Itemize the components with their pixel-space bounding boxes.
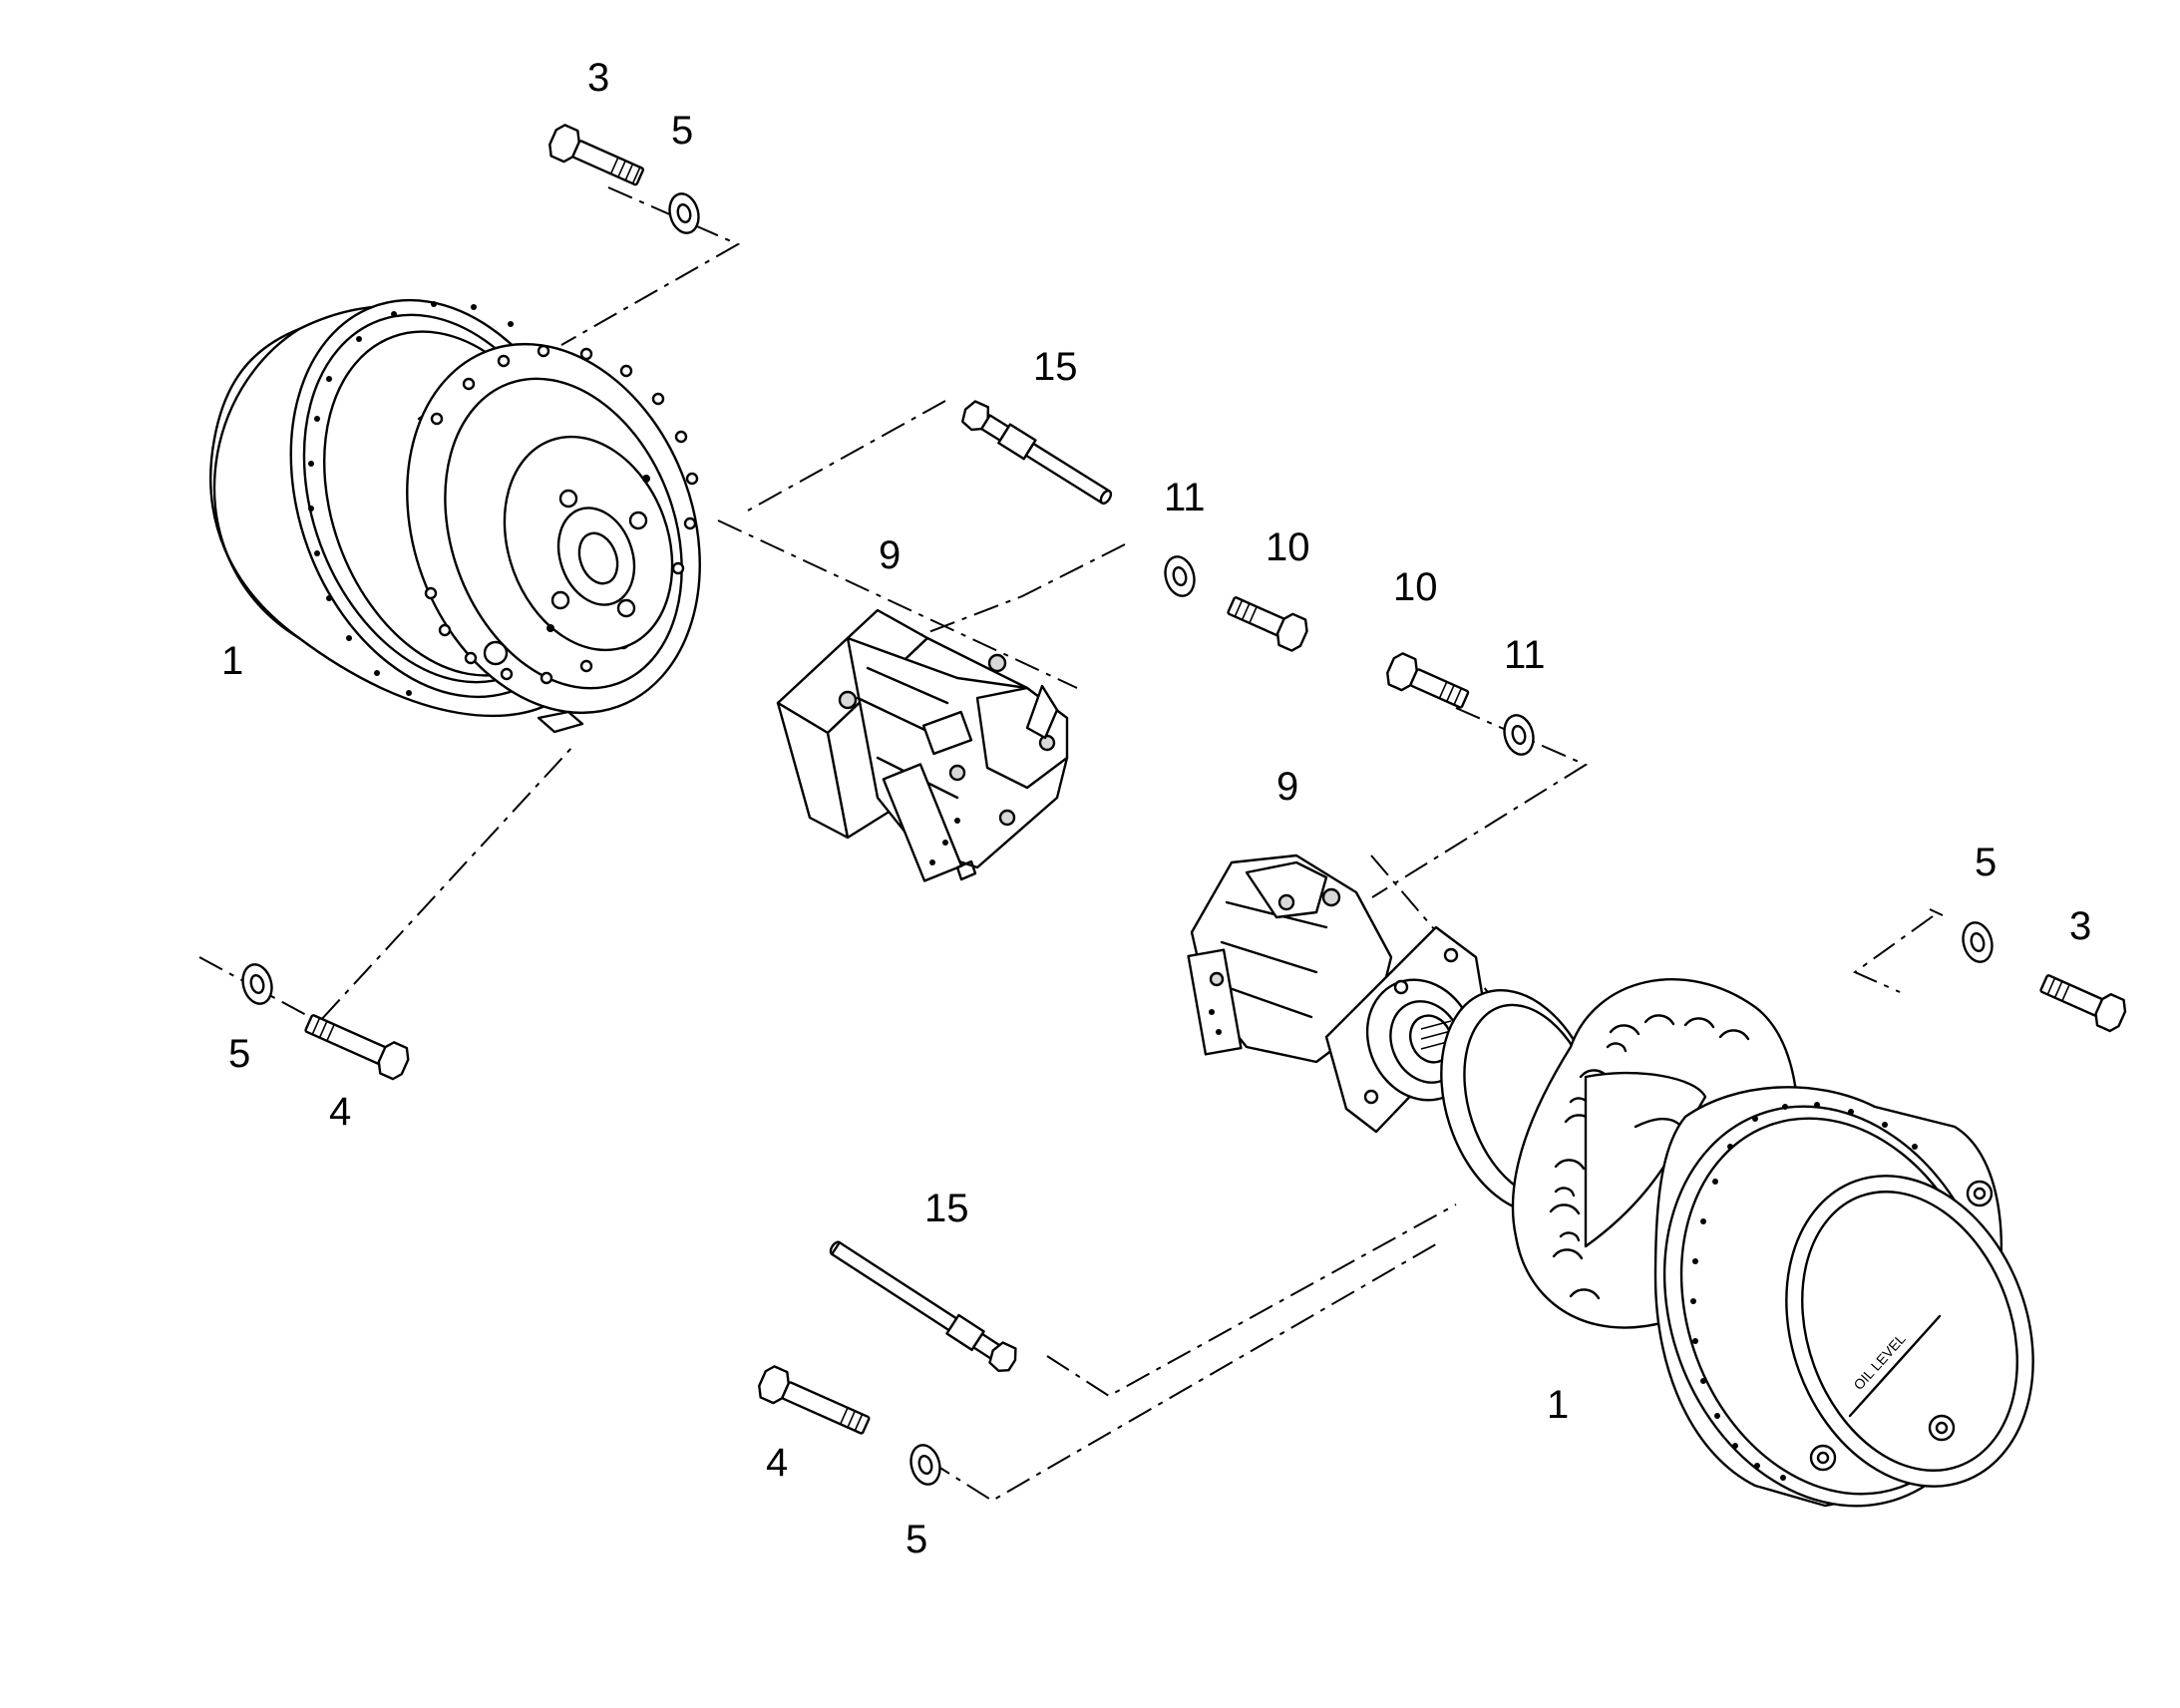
drum-holes-right bbox=[1690, 1102, 1918, 1481]
washer-5-bottom bbox=[909, 1444, 941, 1486]
callout-11-upper: 11 bbox=[1164, 476, 1206, 519]
hydraulic-motor-upper bbox=[776, 608, 1069, 882]
callout-5-right: 5 bbox=[1975, 841, 1997, 884]
callout-10-right: 10 bbox=[1393, 565, 1438, 609]
callout-15-bottom: 15 bbox=[924, 1187, 969, 1230]
hex-bolt-10-upper bbox=[1227, 596, 1308, 652]
pin-15-bottom bbox=[829, 1240, 1017, 1373]
hex-bolt-3-right bbox=[2039, 974, 2127, 1033]
callout-11-right: 11 bbox=[1504, 633, 1546, 677]
callout-10-upper: 10 bbox=[1266, 525, 1310, 569]
hex-bolt-10-right bbox=[1386, 652, 1470, 709]
washer-11-upper bbox=[1164, 555, 1196, 597]
callout-9-lower: 9 bbox=[1276, 765, 1298, 809]
washer-5-left bbox=[241, 963, 273, 1005]
callout-3-right: 3 bbox=[2069, 904, 2091, 948]
flange-slots-right bbox=[1549, 1014, 1750, 1300]
callout-1-left: 1 bbox=[221, 639, 243, 683]
callout-3-top: 3 bbox=[587, 56, 609, 100]
hex-bolt-3-top bbox=[548, 124, 645, 186]
callout-1-right: 1 bbox=[1547, 1383, 1569, 1427]
washer-5-right bbox=[1962, 921, 1994, 963]
hydraulic-motor-lower bbox=[1187, 854, 1488, 1134]
pin-15-top bbox=[960, 400, 1113, 506]
flange-holes-left bbox=[308, 301, 542, 696]
callout-5-left: 5 bbox=[228, 1032, 250, 1076]
hex-bolt-4-left bbox=[304, 1014, 410, 1081]
callout-9-upper: 9 bbox=[879, 533, 901, 577]
callout-5-bottom: 5 bbox=[906, 1518, 927, 1561]
callout-5-top: 5 bbox=[671, 109, 693, 153]
callout-4-left: 4 bbox=[329, 1090, 351, 1134]
washer-5-top bbox=[668, 192, 700, 234]
final-drive-left bbox=[209, 298, 701, 734]
hex-bolt-4-bottom bbox=[758, 1365, 871, 1435]
washer-11-right bbox=[1503, 714, 1535, 756]
callout-4-bottom: 4 bbox=[766, 1441, 788, 1485]
callout-labels: 3 5 1 5 4 15 11 9 10 10 11 9 5 3 1 15 4 … bbox=[221, 56, 2091, 1561]
callout-15-top: 15 bbox=[1033, 345, 1078, 389]
final-drive-right: OIL LEVEL bbox=[1440, 978, 2034, 1508]
